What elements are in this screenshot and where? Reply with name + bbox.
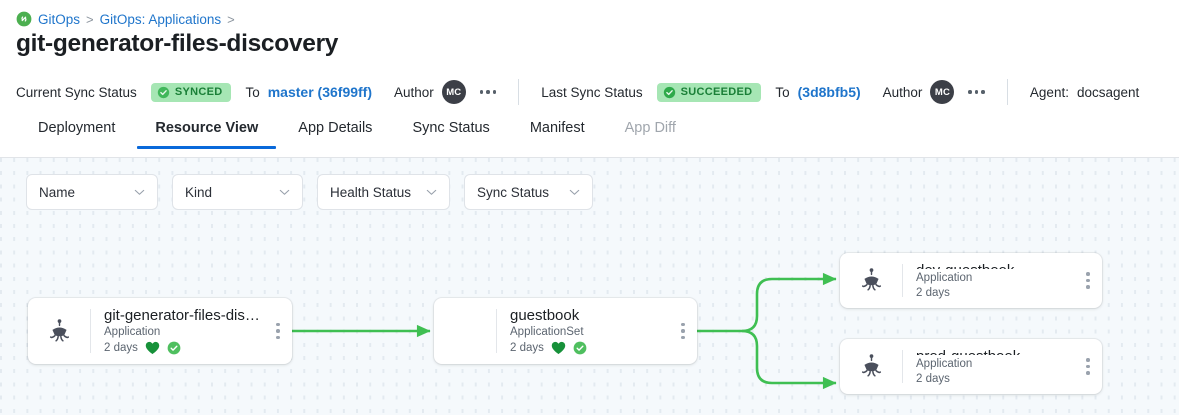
agent-name: docsagent: [1076, 84, 1140, 100]
last-sync-status-badge: SUCCEEDED: [656, 82, 762, 102]
node-age: 2 days: [916, 373, 950, 385]
tab-sync-status[interactable]: Sync Status: [412, 120, 490, 136]
current-sync-more-menu-icon[interactable]: [479, 90, 497, 94]
argo-link-icon: [16, 11, 32, 27]
tab-app-diff: App Diff: [624, 120, 676, 136]
node-icon-placeholder: [434, 298, 496, 364]
node-menu-icon[interactable]: [1074, 253, 1102, 308]
filter-kind-label: Kind: [185, 184, 213, 200]
graph-node-root[interactable]: git-generator-files-disco... Application…: [28, 298, 292, 364]
current-to-label: To: [245, 84, 260, 100]
node-body: git-generator-files-disco... Application…: [91, 298, 264, 364]
node-meta: 2 days: [916, 287, 1074, 299]
last-author-avatar[interactable]: MC: [930, 80, 955, 104]
filter-sync-status[interactable]: Sync Status: [464, 174, 593, 210]
status-bar: Current Sync Status SYNCED To master (36…: [0, 70, 1179, 114]
filter-health-status-label: Health Status: [330, 184, 412, 200]
sync-check-icon: [167, 341, 181, 355]
node-divider: [902, 350, 903, 383]
status-divider: [518, 79, 520, 105]
last-sync-more-menu-icon[interactable]: [968, 90, 985, 94]
filter-name-label: Name: [39, 184, 76, 200]
current-author-avatar[interactable]: MC: [441, 80, 466, 104]
argo-application-icon: [840, 339, 902, 394]
argo-application-icon: [28, 298, 90, 364]
filter-kind[interactable]: Kind: [172, 174, 303, 210]
node-kind: Application: [104, 326, 161, 338]
node-meta: 2 days: [510, 341, 669, 355]
node-kind: Application: [916, 272, 973, 284]
node-age: 2 days: [510, 342, 544, 354]
check-circle-icon: [157, 86, 170, 99]
node-kind: Application: [916, 358, 973, 370]
breadcrumb: GitOps > GitOps: Applications >: [16, 8, 235, 30]
node-body: guestbook ApplicationSet 2 days: [497, 298, 669, 364]
agent-label: Agent:: [1029, 84, 1069, 100]
filter-sync-status-label: Sync Status: [477, 184, 550, 200]
node-menu-icon[interactable]: [1074, 339, 1102, 394]
graph-node-dev-guestbook[interactable]: dev-guestbook Application 2 days: [840, 253, 1102, 308]
node-body: dev-guestbook Application 2 days: [903, 253, 1074, 308]
node-divider: [90, 309, 91, 353]
chevron-down-icon: [265, 189, 290, 196]
chevron-down-icon: [120, 189, 145, 196]
last-revision-link[interactable]: (3d8bfb5): [797, 84, 861, 100]
tab-app-details[interactable]: App Details: [298, 120, 373, 136]
node-title: dev-guestbook: [916, 262, 1074, 269]
chevron-down-icon: [555, 189, 580, 196]
argo-application-icon: [840, 253, 902, 308]
graph-node-appset[interactable]: guestbook ApplicationSet 2 days: [434, 298, 697, 364]
status-divider: [1006, 79, 1008, 105]
graph-node-prod-guestbook[interactable]: prod-guestbook Application 2 days: [840, 339, 1102, 394]
breadcrumb-item-gitops[interactable]: GitOps: [38, 11, 81, 27]
graph-edges: [292, 272, 837, 390]
node-divider: [496, 309, 497, 353]
tab-deployment[interactable]: Deployment: [38, 120, 116, 136]
breadcrumb-separator: >: [227, 11, 235, 27]
check-circle-icon: [663, 86, 676, 99]
tab-bar: Deployment Resource View App Details Syn…: [0, 118, 1179, 158]
current-revision-link[interactable]: master (36f99ff): [267, 84, 372, 100]
node-age: 2 days: [916, 287, 950, 299]
node-divider: [902, 264, 903, 297]
tab-manifest[interactable]: Manifest: [529, 120, 585, 136]
node-title: guestbook: [510, 307, 580, 323]
page-title: git-generator-files-discovery: [16, 30, 339, 57]
last-sync-status-text: SUCCEEDED: [680, 86, 753, 98]
tab-resource-view[interactable]: Resource View: [135, 118, 278, 149]
filter-name[interactable]: Name: [26, 174, 158, 210]
current-author-label: Author: [394, 84, 434, 100]
health-heart-icon: [145, 341, 160, 355]
tab-bar-underline: [0, 157, 1179, 158]
node-meta: 2 days: [104, 341, 264, 355]
node-title: git-generator-files-disco...: [104, 307, 264, 323]
current-sync-status-badge: SYNCED: [150, 82, 232, 102]
current-sync-status-label: Current Sync Status: [16, 84, 137, 100]
node-body: prod-guestbook Application 2 days: [903, 339, 1074, 394]
node-menu-icon[interactable]: [264, 298, 292, 364]
node-meta: 2 days: [916, 373, 1074, 385]
node-title: prod-guestbook: [916, 348, 1074, 355]
node-age: 2 days: [104, 342, 138, 354]
filter-health-status[interactable]: Health Status: [317, 174, 450, 210]
resource-graph-canvas[interactable]: Name Kind Health Status Sync Status: [0, 158, 1179, 415]
breadcrumb-separator: >: [86, 11, 94, 27]
last-sync-status-label: Last Sync Status: [541, 84, 643, 100]
last-to-label: To: [775, 84, 790, 100]
chevron-down-icon: [412, 189, 437, 196]
sync-check-icon: [573, 341, 587, 355]
filter-bar: Name Kind Health Status Sync Status: [26, 174, 593, 210]
last-author-label: Author: [882, 84, 923, 100]
health-heart-icon: [551, 341, 566, 355]
breadcrumb-item-applications[interactable]: GitOps: Applications: [99, 11, 222, 27]
node-kind: ApplicationSet: [510, 326, 584, 338]
node-menu-icon[interactable]: [669, 298, 697, 364]
current-sync-status-text: SYNCED: [174, 86, 223, 98]
